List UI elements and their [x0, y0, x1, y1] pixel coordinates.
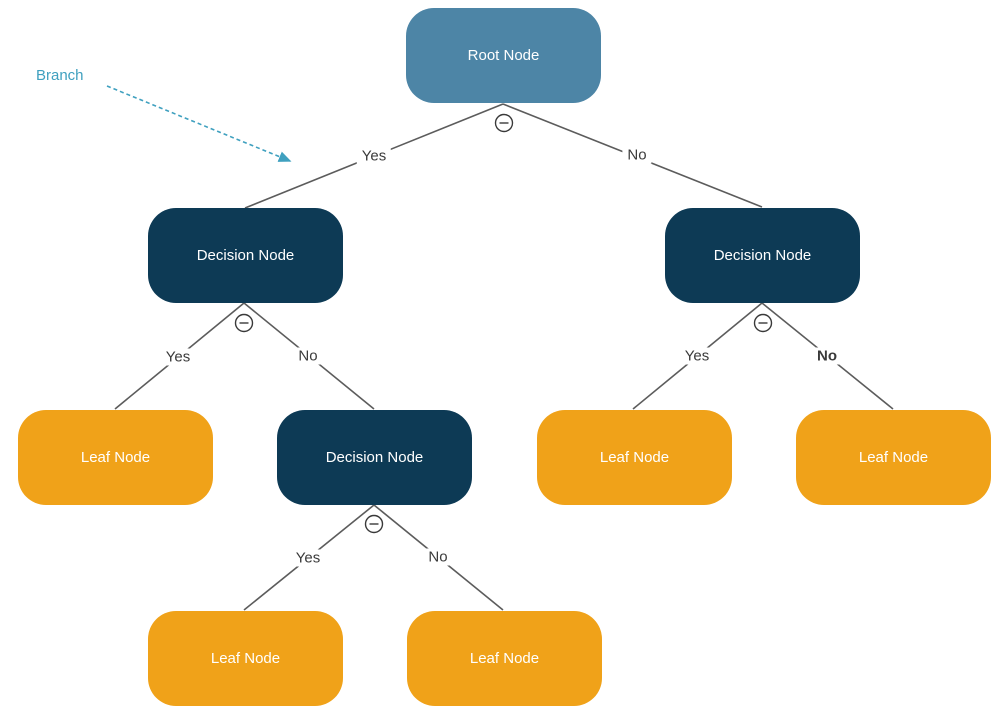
edge-label-decision-mid-yes: Yes: [290, 549, 326, 567]
root-node-label: Root Node: [467, 47, 540, 64]
leaf-node-label: Leaf Node: [210, 650, 281, 667]
decision-node-left[interactable]: Decision Node: [148, 208, 343, 303]
leaf-node-mid-no[interactable]: Leaf Node: [407, 611, 602, 706]
leaf-node-left[interactable]: Leaf Node: [18, 410, 213, 505]
leaf-node-label: Leaf Node: [469, 650, 540, 667]
leaf-node-mid-yes[interactable]: Leaf Node: [148, 611, 343, 706]
decision-node-label: Decision Node: [196, 247, 295, 264]
edge-label-decision-right-no: No: [812, 347, 842, 365]
branch-annotation-arrow: [106, 85, 292, 162]
leaf-node-right-yes[interactable]: Leaf Node: [537, 410, 732, 505]
decision-node-label: Decision Node: [325, 449, 424, 466]
edge-label-decision-mid-no: No: [423, 548, 453, 566]
decision-node-label: Decision Node: [713, 247, 812, 264]
leaf-node-right-no[interactable]: Leaf Node: [796, 410, 991, 505]
leaf-node-label: Leaf Node: [599, 449, 670, 466]
edge-label-decision-right-yes: Yes: [679, 347, 715, 365]
leaf-node-label: Leaf Node: [858, 449, 929, 466]
minus-circle-icon[interactable]: [494, 113, 514, 133]
edge-label-root-no: No: [622, 146, 652, 164]
decision-node-mid[interactable]: Decision Node: [277, 410, 472, 505]
edge-label-decision-left-yes: Yes: [160, 348, 196, 366]
edge-label-decision-left-no: No: [293, 347, 323, 365]
minus-circle-icon[interactable]: [753, 313, 773, 333]
minus-circle-icon[interactable]: [234, 313, 254, 333]
edge-label-root-yes: Yes: [356, 147, 392, 165]
branch-annotation-label: Branch: [36, 67, 84, 84]
minus-circle-icon[interactable]: [364, 514, 384, 534]
decision-node-right[interactable]: Decision Node: [665, 208, 860, 303]
root-node[interactable]: Root Node: [406, 8, 601, 103]
leaf-node-label: Leaf Node: [80, 449, 151, 466]
